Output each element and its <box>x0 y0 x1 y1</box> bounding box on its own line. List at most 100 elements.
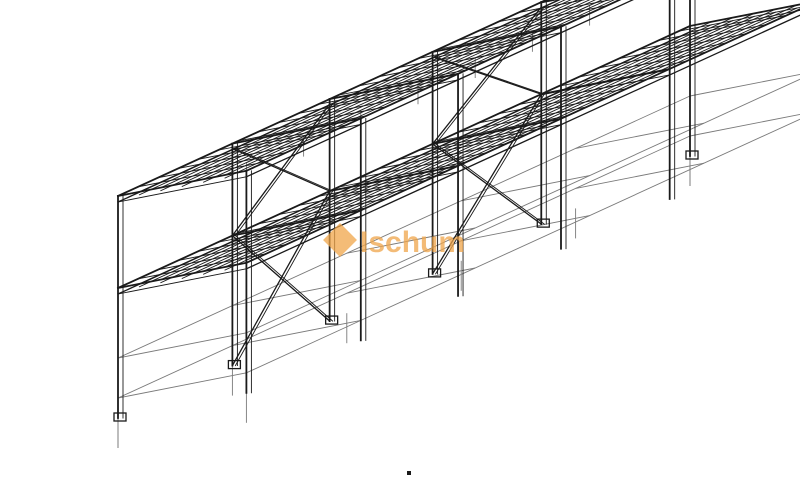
lower-deck-secondary <box>337 161 468 188</box>
upper-deck-secondary <box>337 69 468 96</box>
lower-deck-secondary <box>557 60 688 87</box>
upper-deck-joist-bottom <box>181 0 591 187</box>
lower-deck-secondary <box>237 207 368 234</box>
upper-deck-secondary <box>177 142 307 170</box>
upper-deck-secondary <box>257 106 388 133</box>
upper-deck-joist-bottom <box>224 0 615 179</box>
upper-deck-edge-beam <box>116 0 549 198</box>
steel-columns <box>113 0 699 422</box>
watermark-text: Ischum <box>360 226 465 259</box>
lower-deck-secondary <box>658 14 788 41</box>
lower-deck-joist <box>224 4 798 268</box>
lower-deck-secondary <box>617 33 748 60</box>
column-base-plate <box>113 412 127 422</box>
upper-deck-secondary <box>117 170 247 197</box>
base-wall-top-front <box>117 95 691 359</box>
lower-deck-secondary <box>117 262 247 289</box>
diagonal-brace <box>431 56 543 95</box>
column-base-plate <box>227 359 242 370</box>
upper-deck-secondary <box>377 51 508 78</box>
upper-deck-joist <box>160 0 572 189</box>
lower-deck-joist-bottom <box>160 20 734 284</box>
lower-deck-secondary <box>157 243 287 271</box>
lower-deck-secondary <box>257 198 388 225</box>
upper-deck-joist <box>138 0 560 193</box>
upper-deck-edge-beam <box>245 0 622 172</box>
lower-deck-joist <box>138 21 712 285</box>
upper-deck-secondary <box>497 0 612 23</box>
upper-deck-joist <box>181 0 584 184</box>
lower-deck-secondary <box>517 78 648 106</box>
lower-deck-secondary <box>217 216 348 243</box>
base-crosswall-low <box>689 113 800 137</box>
lower-deck-secondary <box>137 253 267 280</box>
lower-deck-secondary <box>177 234 307 262</box>
lower-deck-secondary <box>457 106 588 133</box>
base-crosswall <box>117 332 247 359</box>
base-wall-back <box>246 118 800 374</box>
lower-deck-secondary <box>537 69 668 96</box>
lower-deck-girder-bottom <box>117 268 247 295</box>
column-base-plate <box>685 150 699 160</box>
diagonal-brace-edge <box>234 148 334 192</box>
base-crosswall-low <box>575 162 705 189</box>
upper-deck-secondary <box>297 87 428 114</box>
base-crosswall-low <box>346 267 476 294</box>
lower-deck-secondary <box>317 170 448 197</box>
upper-floor-grid <box>116 0 634 203</box>
base-crosswall-low <box>232 319 361 347</box>
lower-deck-secondary <box>477 97 608 124</box>
upper-deck-secondary <box>477 5 608 32</box>
lower-floor-grid <box>116 3 800 295</box>
upper-deck-secondary <box>237 115 368 142</box>
base-crosswall <box>575 122 705 149</box>
diagonal-brace <box>231 147 331 192</box>
upper-deck-secondary <box>217 124 348 151</box>
upper-deck-joist-bottom <box>203 0 603 183</box>
upper-deck-secondary <box>277 96 408 124</box>
lower-deck-secondary <box>417 124 548 151</box>
diagonal-brace-edge <box>434 143 545 225</box>
upper-deck-secondary <box>357 60 488 87</box>
upper-deck-secondary <box>437 23 568 50</box>
upper-deck-joist-bottom <box>160 0 578 192</box>
upper-deck-secondary <box>137 161 267 188</box>
upper-deck-joist <box>203 0 596 180</box>
lower-deck-secondary <box>497 88 628 115</box>
base-crosswall-low <box>117 372 247 399</box>
watermark-diamond-icon <box>323 223 357 257</box>
lower-deck-secondary <box>397 133 528 161</box>
base-wall-front <box>117 135 691 399</box>
lower-deck-edge-beam <box>116 24 692 290</box>
base-crosswall <box>689 73 800 97</box>
diagonal-brace-edge <box>234 234 334 322</box>
upper-deck-joist <box>224 0 609 176</box>
upper-deck-edge-beam-bottom <box>117 0 561 203</box>
lower-deck-secondary <box>357 152 488 179</box>
lower-deck-joist-bottom <box>181 15 755 279</box>
upper-deck-secondary <box>157 151 287 179</box>
lower-deck-joist-bottom <box>224 7 798 271</box>
upper-deck-secondary <box>397 41 528 69</box>
lower-deck-secondary <box>678 6 800 32</box>
watermark-logo: Ischum <box>323 223 465 259</box>
concrete-base-walls <box>117 0 800 448</box>
upper-deck-edge-beam-bottom <box>245 0 634 178</box>
column-base-plate <box>536 218 550 228</box>
base-crosswall <box>232 279 361 307</box>
base-crosswall <box>346 227 476 254</box>
diagonal-brace-edge <box>435 56 545 95</box>
lower-deck-joist <box>203 8 777 272</box>
lower-deck-joist-bottom <box>203 11 777 275</box>
diagonal-brace <box>231 234 331 322</box>
lower-deck-secondary <box>377 143 508 170</box>
base-crosswall-low <box>461 215 590 242</box>
lower-deck-secondary <box>277 188 408 216</box>
upper-deck-secondary <box>457 14 588 41</box>
column-base-plate <box>324 315 339 325</box>
lower-deck-joist <box>181 12 755 276</box>
lower-deck-secondary <box>197 225 328 252</box>
upper-deck-secondary <box>317 78 448 105</box>
